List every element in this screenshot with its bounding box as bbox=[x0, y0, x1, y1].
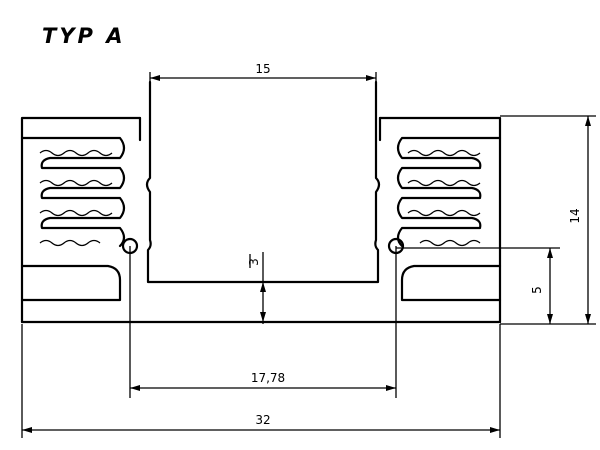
dim-side-height: 5 bbox=[396, 247, 560, 324]
right-outer-edge bbox=[378, 116, 502, 324]
dim-height-label: 14 bbox=[568, 208, 582, 223]
dim-height: 14 bbox=[500, 115, 596, 325]
dim-top-width: 15 bbox=[149, 62, 377, 84]
drawing-title: TYP A bbox=[42, 24, 126, 48]
dim-base-thickness: 3 bbox=[247, 252, 266, 324]
dim-top-width-label: 15 bbox=[255, 62, 270, 76]
left-outer-edge bbox=[20, 116, 142, 324]
dim-total-width: 32 bbox=[21, 324, 501, 438]
dim-side-height-label: 5 bbox=[530, 286, 544, 294]
heatsink-profile bbox=[20, 80, 502, 324]
dim-pin-spacing-label: 17,78 bbox=[251, 371, 285, 385]
dim-pin-spacing: 17,78 bbox=[129, 246, 397, 398]
right-fins bbox=[378, 116, 502, 302]
dim-base-thickness-label: 3 bbox=[247, 258, 261, 266]
dim-total-width-label: 32 bbox=[255, 413, 270, 427]
left-fins bbox=[20, 116, 142, 302]
